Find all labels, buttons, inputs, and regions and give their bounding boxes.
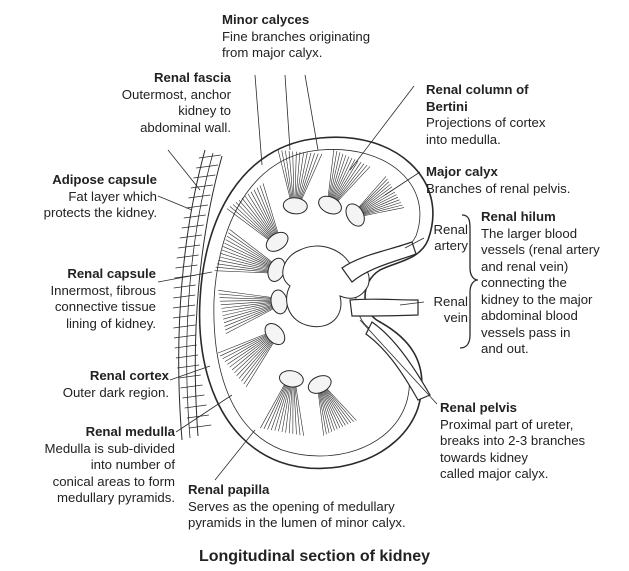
renal-fascia-desc-2: kidney to: [122, 103, 231, 120]
leader-adipose-capsule: [158, 196, 192, 210]
leader-renal-cortex: [170, 366, 210, 380]
label-renal-hilum: Renal hilum The larger blood vessels (re…: [481, 209, 600, 358]
label-renal-capsule: Renal capsule Innermost, fibrous connect…: [50, 266, 156, 332]
fascia-hatch: [173, 295, 195, 298]
renal-vein-line-2: vein: [434, 310, 468, 326]
fascia-hatch: [175, 265, 197, 268]
fascia-hatch: [188, 195, 210, 198]
label-renal-artery: Renal artery: [434, 222, 468, 254]
label-renal-column: Renal column of Bertini Projections of c…: [426, 82, 545, 148]
renal-papilla-desc-1: Serves as the opening of medullary: [188, 499, 406, 516]
renal-medulla-desc-1: Medulla is sub-divided: [45, 441, 175, 458]
adipose-capsule-desc-1: Fat layer which: [44, 189, 157, 206]
renal-fascia-desc-1: Outermost, anchor: [122, 87, 231, 104]
label-minor-calyces: Minor calyces Fine branches originating …: [222, 12, 370, 62]
label-renal-pelvis: Renal pelvis Proximal part of ureter, br…: [440, 400, 585, 483]
renal-pelvis-desc-4: called major calyx.: [440, 466, 585, 483]
renal-fascia-title: Renal fascia: [122, 70, 231, 87]
renal-medulla-desc-2: into number of: [45, 457, 175, 474]
renal-pelvis-desc-1: Proximal part of ureter,: [440, 417, 585, 434]
fascia-hatch: [173, 315, 195, 318]
renal-vein-line-1: Renal: [434, 294, 468, 310]
fascia-hatch: [182, 395, 204, 398]
fascia-hatch: [180, 235, 202, 238]
renal-artery-line-1: Renal: [434, 222, 468, 238]
major-calyx-title: Major calyx: [426, 164, 570, 181]
renal-column-title-2: Bertini: [426, 99, 545, 116]
renal-hilum-desc-6: abdominal blood: [481, 308, 600, 325]
renal-hilum-title: Renal hilum: [481, 209, 600, 226]
fascia-hatch: [181, 385, 203, 388]
fascia-hatch: [177, 365, 199, 368]
renal-capsule-desc-1: Innermost, fibrous: [50, 283, 156, 300]
renal-medulla-desc-3: conical areas to form: [45, 474, 175, 491]
leader-minor-calyces-2: [255, 75, 262, 165]
minor-calyces-title: Minor calyces: [222, 12, 370, 29]
fascia-hatch: [174, 335, 196, 338]
label-adipose-capsule: Adipose capsule Fat layer which protects…: [44, 172, 157, 222]
fascia-hatch: [182, 225, 204, 228]
renal-papilla-desc-2: pyramids in the lumen of minor calyx.: [188, 515, 406, 532]
label-renal-medulla: Renal medulla Medulla is sub-divided int…: [45, 424, 175, 507]
renal-cortex-desc-1: Outer dark region.: [63, 385, 169, 402]
renal-vein-vessel: [350, 299, 418, 316]
leader-renal-papilla: [215, 430, 255, 480]
renal-pelvis-desc-3: towards kidney: [440, 450, 585, 467]
fascia-hatch: [193, 175, 215, 178]
leader-minor-calyces-1: [285, 75, 290, 150]
fascia-hatch: [191, 185, 213, 188]
fascia-hatch: [175, 345, 197, 348]
label-renal-papilla: Renal papilla Serves as the opening of m…: [188, 482, 406, 532]
fascia-hatch: [177, 255, 199, 258]
fascia-hatch: [178, 245, 200, 248]
major-calyx-desc-1: Branches of renal pelvis.: [426, 181, 570, 198]
label-renal-cortex: Renal cortex Outer dark region.: [63, 368, 169, 401]
figure-caption: Longitudinal section of kidney: [0, 548, 629, 566]
renal-column-desc-2: into medulla.: [426, 132, 545, 149]
renal-column-title-1: Renal column of: [426, 82, 545, 99]
renal-capsule-title: Renal capsule: [50, 266, 156, 283]
renal-pelvis-desc-2: breaks into 2-3 branches: [440, 433, 585, 450]
renal-papilla-title: Renal papilla: [188, 482, 406, 499]
renal-hilum-desc-7: vessels pass in: [481, 325, 600, 342]
fascia-hatch: [196, 165, 218, 168]
renal-hilum-desc-8: and out.: [481, 341, 600, 358]
label-major-calyx: Major calyx Branches of renal pelvis.: [426, 164, 570, 197]
fascia-hatch: [173, 305, 195, 308]
label-renal-vein: Renal vein: [434, 294, 468, 326]
renal-hilum-desc-5: kidney to the major: [481, 292, 600, 309]
fascia-hatch: [184, 215, 206, 218]
renal-hilum-desc-2: vessels (renal artery: [481, 242, 600, 259]
fascia-hatch: [174, 285, 196, 288]
fascia-hatch: [199, 155, 221, 158]
renal-fascia-desc-3: abdominal wall.: [122, 120, 231, 137]
adipose-capsule-title: Adipose capsule: [44, 172, 157, 189]
renal-capsule-desc-3: lining of kidney.: [50, 316, 156, 333]
minor-calyces-desc-1: Fine branches originating: [222, 29, 370, 46]
renal-hilum-desc-1: The larger blood: [481, 226, 600, 243]
label-renal-fascia: Renal fascia Outermost, anchor kidney to…: [122, 70, 231, 136]
leader-renal-fascia: [168, 150, 200, 190]
fascia-hatch: [186, 205, 208, 208]
renal-pelvis-title: Renal pelvis: [440, 400, 585, 417]
renal-capsule-desc-2: connective tissue: [50, 299, 156, 316]
renal-artery-line-2: artery: [434, 238, 468, 254]
renal-cortex-title: Renal cortex: [63, 368, 169, 385]
renal-medulla-desc-4: medullary pyramids.: [45, 490, 175, 507]
minor-calyces-desc-2: from major calyx.: [222, 45, 370, 62]
renal-hilum-desc-3: and renal vein): [481, 259, 600, 276]
adipose-capsule-desc-2: protects the kidney.: [44, 205, 157, 222]
fascia-hatch: [173, 325, 195, 328]
renal-column-desc-1: Projections of cortex: [426, 115, 545, 132]
renal-hilum-desc-4: connecting the: [481, 275, 600, 292]
fascia-hatch: [189, 425, 211, 428]
renal-medulla-title: Renal medulla: [45, 424, 175, 441]
